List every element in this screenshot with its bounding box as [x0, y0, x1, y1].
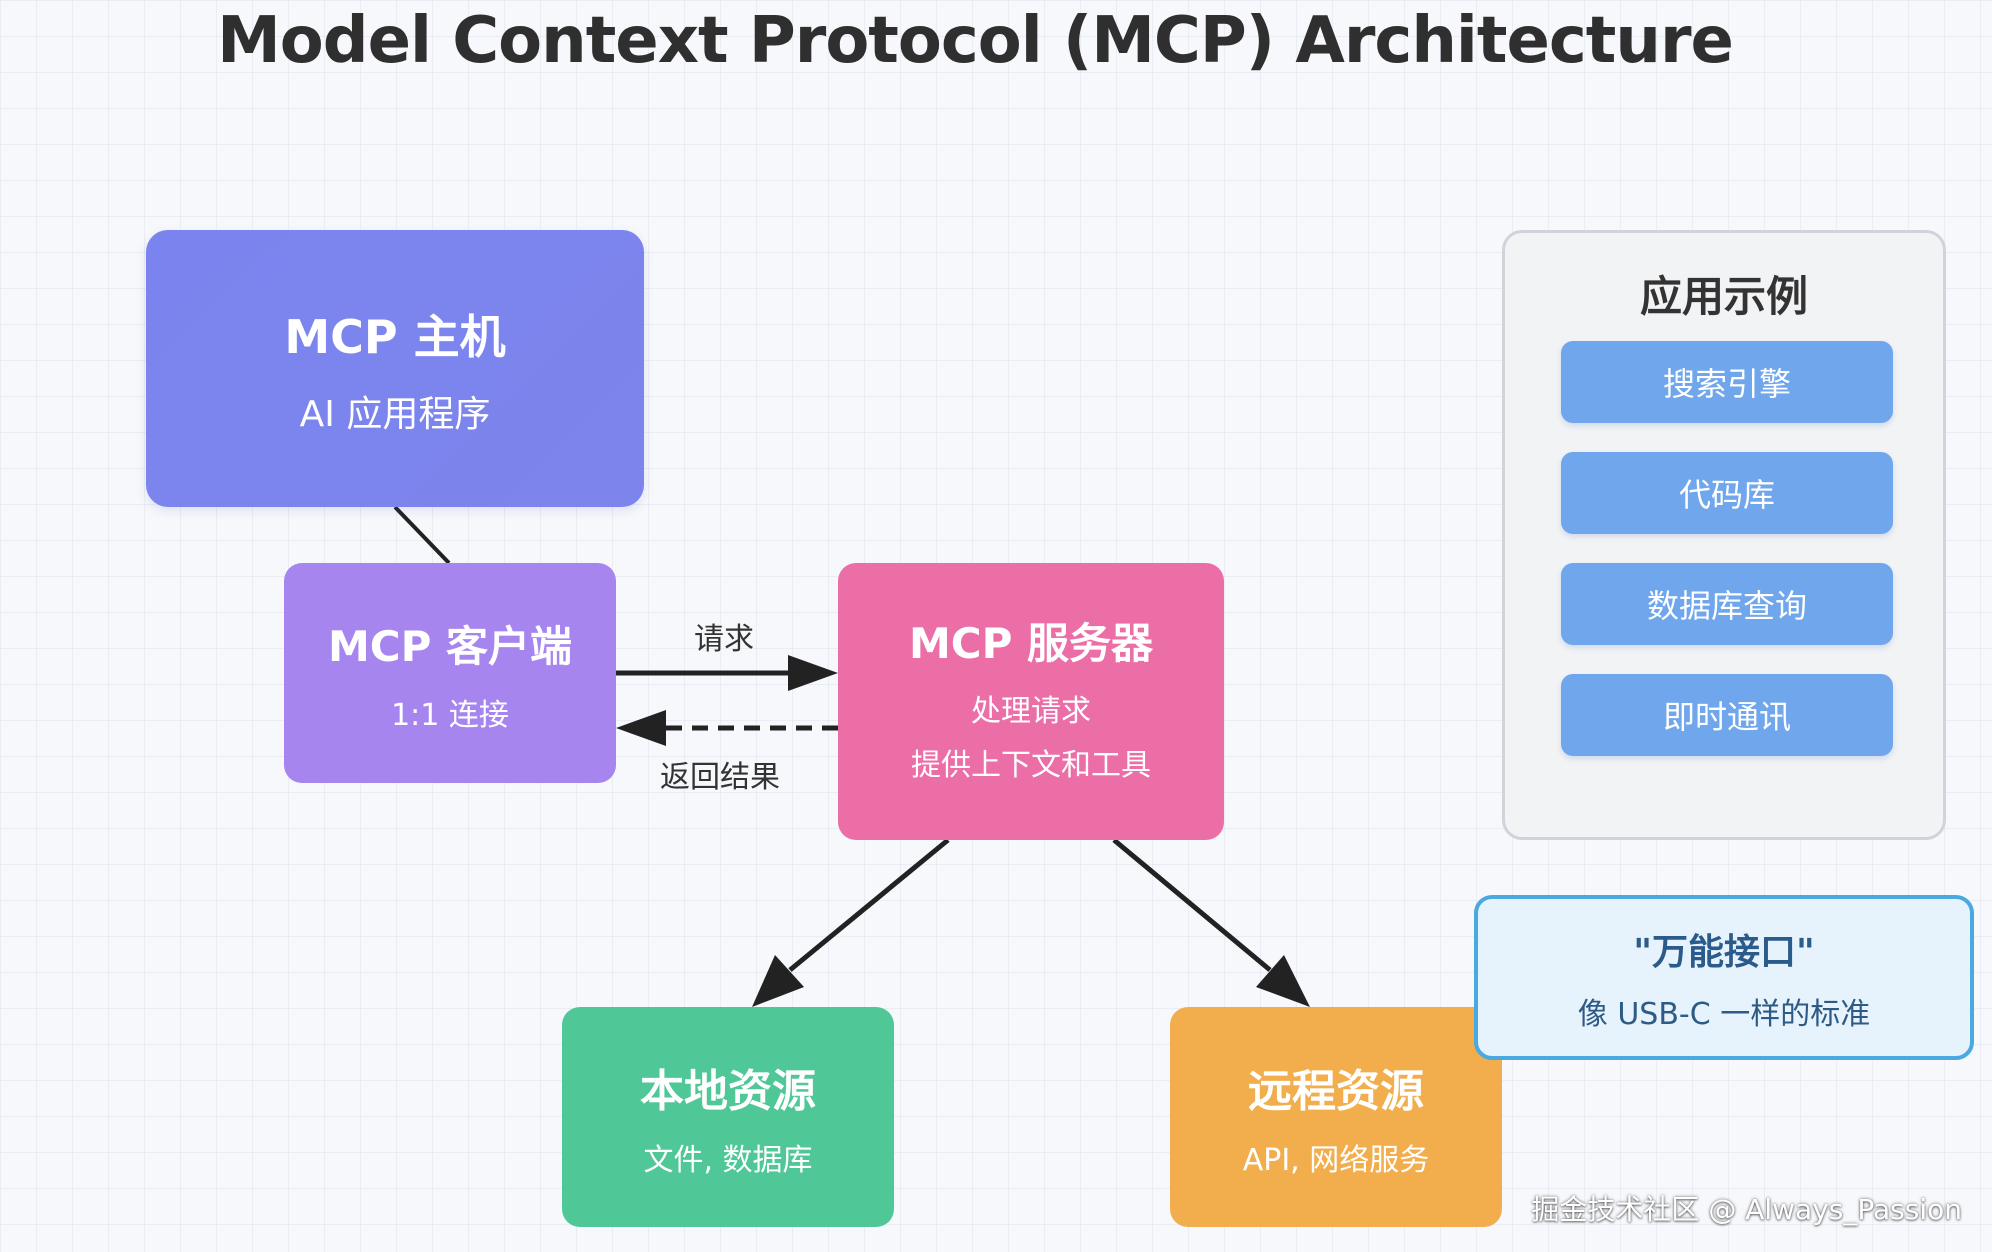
- response-label: 返回结果: [660, 760, 780, 795]
- host-title: MCP 主机: [284, 309, 506, 364]
- server-local-arrowhead: [752, 955, 804, 1007]
- watermark: 掘金技术社区 @ Always_Passion: [1531, 1193, 1962, 1226]
- universal-interface-callout: "万能接口" 像 USB-C 一样的标准: [1474, 895, 1974, 1060]
- mcp-server-box: MCP 服务器 处理请求 提供上下文和工具: [838, 563, 1224, 840]
- server-line2: 提供上下文和工具: [911, 748, 1151, 783]
- client-title: MCP 客户端: [327, 621, 573, 671]
- response-arrowhead: [616, 710, 666, 746]
- local-subtitle: 文件, 数据库: [643, 1143, 813, 1178]
- host-client-connector: [393, 505, 451, 565]
- host-subtitle: AI 应用程序: [299, 393, 491, 435]
- local-resources-box: 本地资源 文件, 数据库: [562, 1007, 894, 1227]
- server-local-arrow: [788, 838, 950, 972]
- examples-title: 应用示例: [1639, 272, 1808, 321]
- remote-title: 远程资源: [1248, 1066, 1424, 1117]
- mcp-client-box: MCP 客户端 1:1 连接: [284, 563, 616, 783]
- request-arrowhead: [788, 655, 838, 691]
- example-item-database-query: 数据库查询: [1561, 563, 1893, 645]
- example-item-codebase: 代码库: [1561, 452, 1893, 534]
- server-title: MCP 服务器: [908, 619, 1154, 668]
- remote-resources-box: 远程资源 API, 网络服务: [1170, 1007, 1502, 1227]
- remote-subtitle: API, 网络服务: [1242, 1143, 1430, 1178]
- mcp-host-box: MCP 主机 AI 应用程序: [146, 230, 644, 507]
- server-line1: 处理请求: [971, 694, 1091, 729]
- examples-panel: 应用示例 搜索引擎 代码库 数据库查询 即时通讯: [1502, 230, 1946, 840]
- universal-title: "万能接口": [1633, 931, 1815, 973]
- universal-subtitle: 像 USB-C 一样的标准: [1577, 996, 1871, 1032]
- server-remote-arrow: [1112, 838, 1272, 972]
- example-item-search: 搜索引擎: [1561, 341, 1893, 423]
- request-label: 请求: [694, 622, 754, 657]
- client-subtitle: 1:1 连接: [391, 697, 509, 733]
- example-item-messaging: 即时通讯: [1561, 674, 1893, 756]
- server-remote-arrowhead: [1256, 955, 1310, 1007]
- local-title: 本地资源: [640, 1066, 816, 1117]
- diagram-title: Model Context Protocol (MCP) Architectur…: [217, 4, 1734, 78]
